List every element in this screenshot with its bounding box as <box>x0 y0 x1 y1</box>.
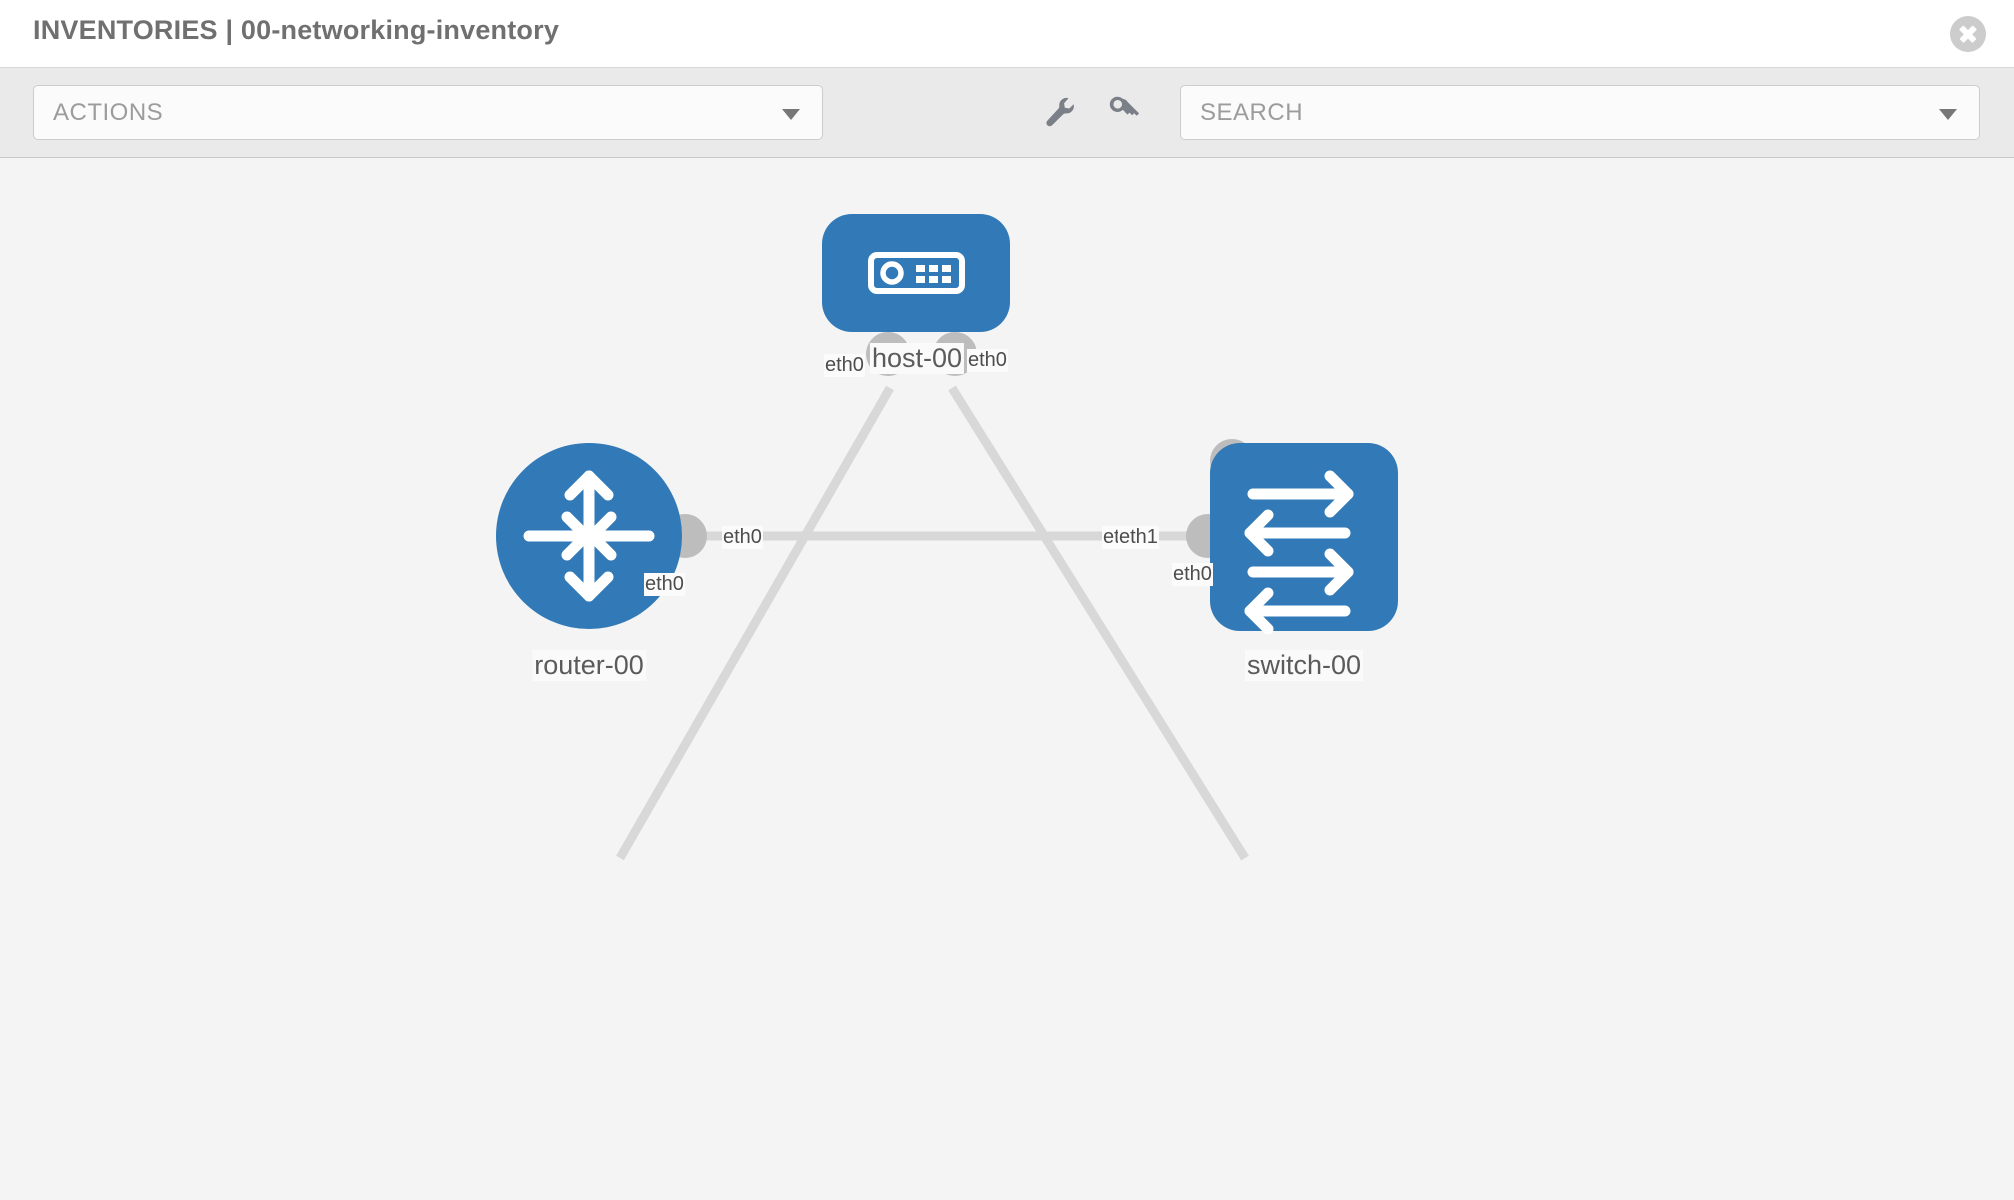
topology-graph <box>496 214 1398 861</box>
topology-links <box>616 385 1249 861</box>
link-host-router <box>616 385 894 861</box>
node-router-00 <box>496 443 682 629</box>
node-label-router-00: router-00 <box>532 650 646 681</box>
node-label-host-00: host-00 <box>869 343 965 374</box>
actions-dropdown-label: ACTIONS <box>53 99 164 126</box>
server-icon <box>868 252 965 294</box>
page-title: INVENTORIES | 00-networking-inventory <box>33 15 560 45</box>
wrench-icon[interactable] <box>1041 94 1079 132</box>
chevron-down-icon <box>1939 108 1957 120</box>
node-switch-00 <box>1210 443 1398 635</box>
edge-label-switch-host-eth0: eth0 <box>1172 563 1213 586</box>
page-header: INVENTORIES | 00-networking-inventory <box>0 0 2014 68</box>
edge-label-host-router-eth0: eth0 <box>824 354 865 377</box>
switch-arrows-icon <box>1244 470 1354 635</box>
toolbar: ACTIONS SEARCH <box>0 68 2014 158</box>
node-label-switch-00: switch-00 <box>1244 650 1364 681</box>
node-host-00 <box>822 214 1010 332</box>
edge-label-switch-router-eth1: eth1 <box>1118 526 1159 549</box>
actions-dropdown[interactable]: ACTIONS <box>33 85 823 140</box>
link-host-switch <box>948 385 1249 861</box>
chevron-down-icon <box>782 108 800 120</box>
router-arrows-icon <box>523 470 655 602</box>
topology-canvas[interactable]: host-00 router-00 switch-00 eth0 eth0 et… <box>0 158 2014 1200</box>
edge-label-router-switch-eth0: eth0 <box>722 526 763 549</box>
edge-label-host-switch-eth0: eth0 <box>967 349 1008 372</box>
key-icon[interactable] <box>1108 94 1146 132</box>
edge-label-router-host-eth0: eth0 <box>644 573 685 596</box>
search-input[interactable]: SEARCH <box>1180 85 1980 140</box>
search-placeholder: SEARCH <box>1200 99 1304 126</box>
close-icon[interactable] <box>1950 16 1986 52</box>
